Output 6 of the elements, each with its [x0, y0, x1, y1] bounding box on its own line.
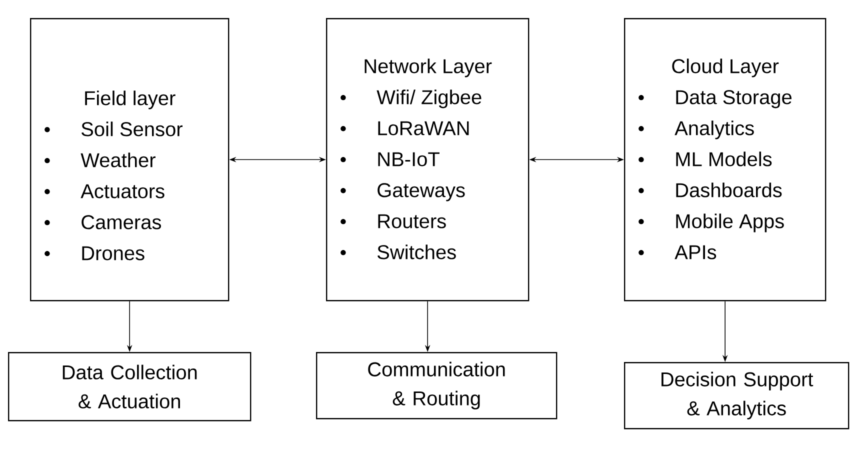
outcome-box: Decision Support & Analytics [624, 362, 850, 430]
layer-box: Cloud Layer Data Storage Analytics ML Models Dashboards Mobile Apps APIs [624, 18, 826, 302]
outcome-box: Communication & Routing [316, 352, 558, 420]
outcome-box: Data Collection & Actuation [8, 352, 252, 422]
layer-box: Field layer Soil Sensor Weather Actuators Cameras Drones [30, 18, 230, 302]
layer-box: Network Layer Wifi/ Zigbee LoRaWAN NB-IoT Gateways Routers Switches [326, 18, 530, 302]
